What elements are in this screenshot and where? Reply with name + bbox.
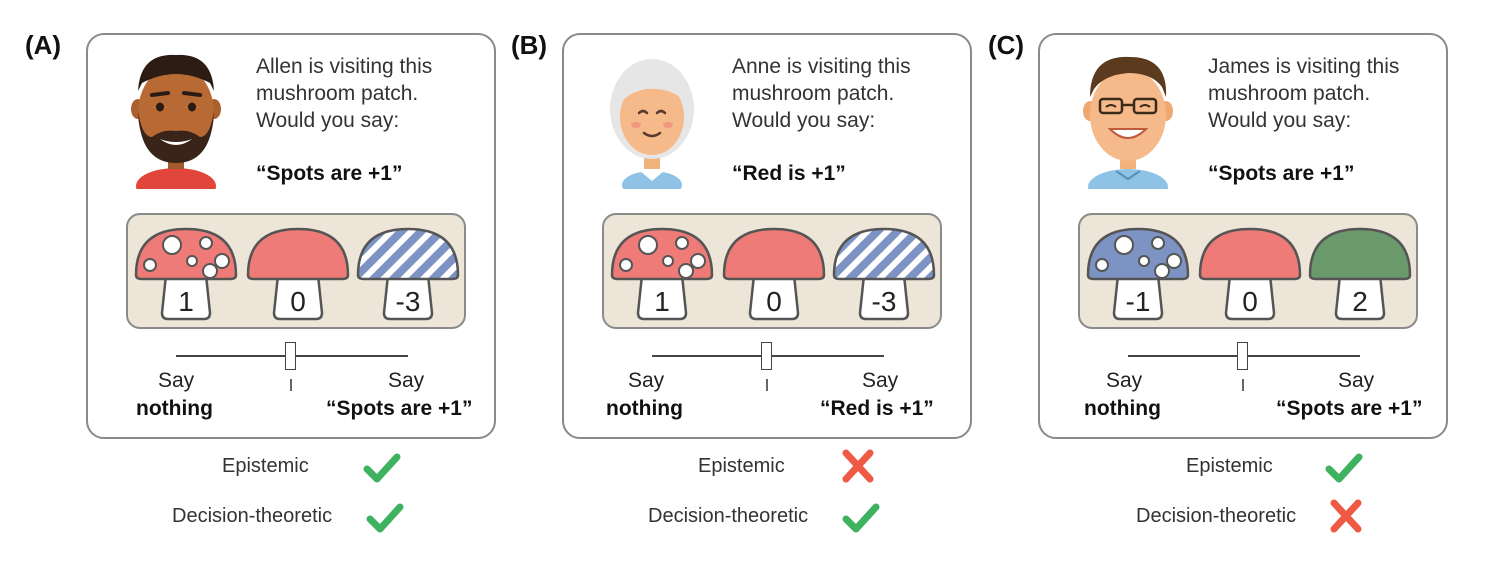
prompt-text: Anne is visiting this mushroom patch. Wo… xyxy=(732,53,962,134)
say-utterance-label: “Red is +1” xyxy=(820,397,934,420)
mushroom-value: 0 xyxy=(766,286,782,317)
check-icon xyxy=(363,453,401,483)
mushroom-plain-red: 0 xyxy=(1198,227,1302,321)
decision-theoretic-label: Decision-theoretic xyxy=(1136,505,1297,527)
say-left-label: Say xyxy=(1106,369,1143,392)
prompt-line: mushroom patch. xyxy=(732,82,895,105)
cross-icon xyxy=(1330,499,1362,533)
say-left-label: Say xyxy=(628,369,665,392)
slider-midpoint-tick xyxy=(1242,379,1244,391)
prompt-line: James is visiting this xyxy=(1208,55,1400,78)
say-nothing-label: nothing xyxy=(136,397,213,420)
mushroom-value: 2 xyxy=(1352,286,1368,317)
say-utterance-label: “Spots are +1” xyxy=(326,397,473,420)
avatar-allen-icon xyxy=(131,54,221,189)
panel-label-a: (A) xyxy=(25,30,62,60)
prompt-text: Allen is visiting this mushroom patch. W… xyxy=(256,53,486,134)
say-left-label: Say xyxy=(158,369,195,392)
panel-card-b: Anne is visiting this mushroom patch. Wo… xyxy=(562,33,972,439)
say-nothing-label: nothing xyxy=(1084,397,1161,420)
avatar-james-icon xyxy=(1083,56,1173,189)
utterance-quote: “Red is +1” xyxy=(732,162,846,185)
panel-label-b: (B) xyxy=(511,30,548,60)
mushroom-value: -1 xyxy=(1126,286,1151,317)
decision-theoretic-label: Decision-theoretic xyxy=(172,505,333,527)
prompt-line: mushroom patch. xyxy=(1208,82,1371,105)
prompt-line: Would you say: xyxy=(1208,109,1352,132)
panel-card-a: Allen is visiting this mushroom patch. W… xyxy=(86,33,496,439)
mushroom-tray: 1 0 -3 xyxy=(126,213,466,329)
mushroom-spots-blue: -1 xyxy=(1086,227,1190,321)
mushroom-value: 0 xyxy=(1242,286,1258,317)
utterance-quote: “Spots are +1” xyxy=(1208,162,1355,185)
say-right-label: Say xyxy=(1338,369,1375,392)
prompt-line: Allen is visiting this xyxy=(256,55,433,78)
epistemic-label: Epistemic xyxy=(1186,455,1273,477)
mushroom-stripes-blue: -3 xyxy=(832,227,936,321)
cross-icon xyxy=(842,449,874,483)
slider-midpoint-tick xyxy=(766,379,768,391)
slider-midpoint-tick xyxy=(290,379,292,391)
prompt-line: Would you say: xyxy=(732,109,876,132)
mushroom-plain-red: 0 xyxy=(722,227,826,321)
mushroom-tray: -1 0 2 xyxy=(1078,213,1418,329)
mushroom-value: 1 xyxy=(654,286,670,317)
say-utterance-label: “Spots are +1” xyxy=(1276,397,1423,420)
panel-label-c: (C) xyxy=(988,30,1025,60)
say-right-label: Say xyxy=(862,369,899,392)
mushroom-value: 1 xyxy=(178,286,194,317)
mushroom-spots-red: 1 xyxy=(134,227,238,321)
say-nothing-label: nothing xyxy=(606,397,683,420)
prompt-text: James is visiting this mushroom patch. W… xyxy=(1208,53,1438,134)
mushroom-stripes-blue: -3 xyxy=(356,227,460,321)
prompt-line: Would you say: xyxy=(256,109,400,132)
prompt-line: Anne is visiting this xyxy=(732,55,911,78)
prompt-line: mushroom patch. xyxy=(256,82,419,105)
mushroom-plain-red: 0 xyxy=(246,227,350,321)
slider-thumb[interactable] xyxy=(1237,342,1248,370)
check-icon xyxy=(1325,453,1363,483)
epistemic-label: Epistemic xyxy=(698,455,785,477)
mushroom-value: -3 xyxy=(396,286,421,317)
decision-theoretic-label: Decision-theoretic xyxy=(648,505,809,527)
mushroom-spots-red: 1 xyxy=(610,227,714,321)
mushroom-value: -3 xyxy=(872,286,897,317)
slider-thumb[interactable] xyxy=(285,342,296,370)
mushroom-value: 0 xyxy=(290,286,306,317)
say-right-label: Say xyxy=(388,369,425,392)
utterance-quote: “Spots are +1” xyxy=(256,162,403,185)
slider-thumb[interactable] xyxy=(761,342,772,370)
mushroom-plain-green: 2 xyxy=(1308,227,1412,321)
epistemic-label: Epistemic xyxy=(222,455,309,477)
check-icon xyxy=(366,503,404,533)
panel-card-c: James is visiting this mushroom patch. W… xyxy=(1038,33,1448,439)
check-icon xyxy=(842,503,880,533)
mushroom-tray: 1 0 -3 xyxy=(602,213,942,329)
avatar-anne-icon xyxy=(610,59,694,189)
